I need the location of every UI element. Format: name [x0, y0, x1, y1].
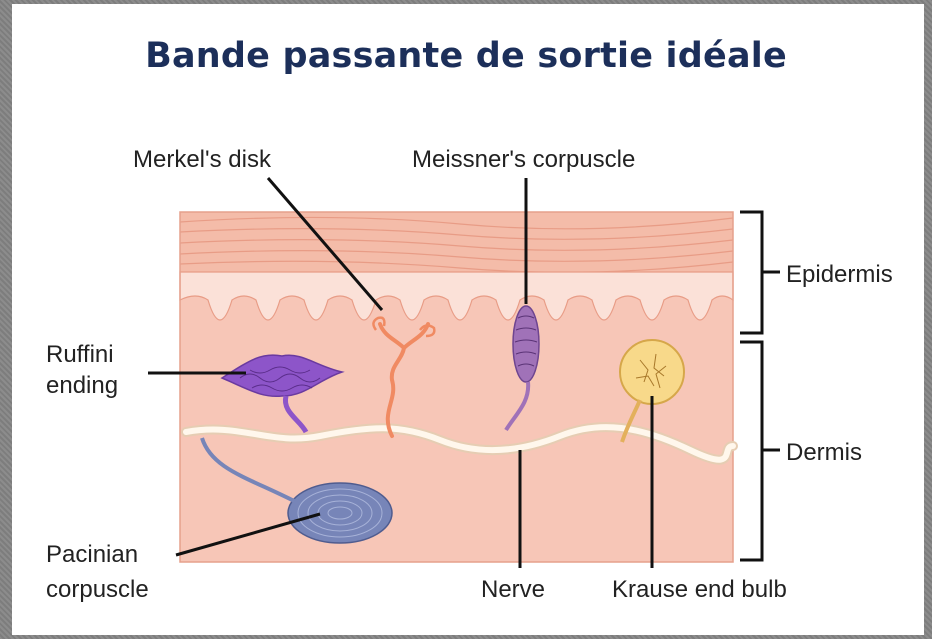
- label-nerve: Nerve: [481, 576, 545, 603]
- label-epidermis: Epidermis: [786, 261, 893, 288]
- epidermal-ridges: [180, 272, 733, 320]
- epidermis-bracket: [740, 212, 780, 333]
- label-pacinian-line2: corpuscle: [46, 576, 149, 603]
- dermis-bracket: [740, 342, 780, 560]
- label-pacinian-line1: Pacinian: [46, 541, 138, 568]
- label-dermis: Dermis: [786, 439, 862, 466]
- label-meissners-corpuscle: Meissner's corpuscle: [412, 146, 635, 173]
- label-ruffini-line2: ending: [46, 372, 118, 399]
- label-ruffini-line1: Ruffini: [46, 341, 114, 368]
- krause-end-bulb: [620, 340, 684, 404]
- pacinian-corpuscle: [288, 483, 392, 543]
- label-krause-end-bulb: Krause end bulb: [612, 576, 787, 603]
- label-merkels-disk: Merkel's disk: [133, 146, 272, 173]
- meissner-corpuscle: [513, 306, 539, 382]
